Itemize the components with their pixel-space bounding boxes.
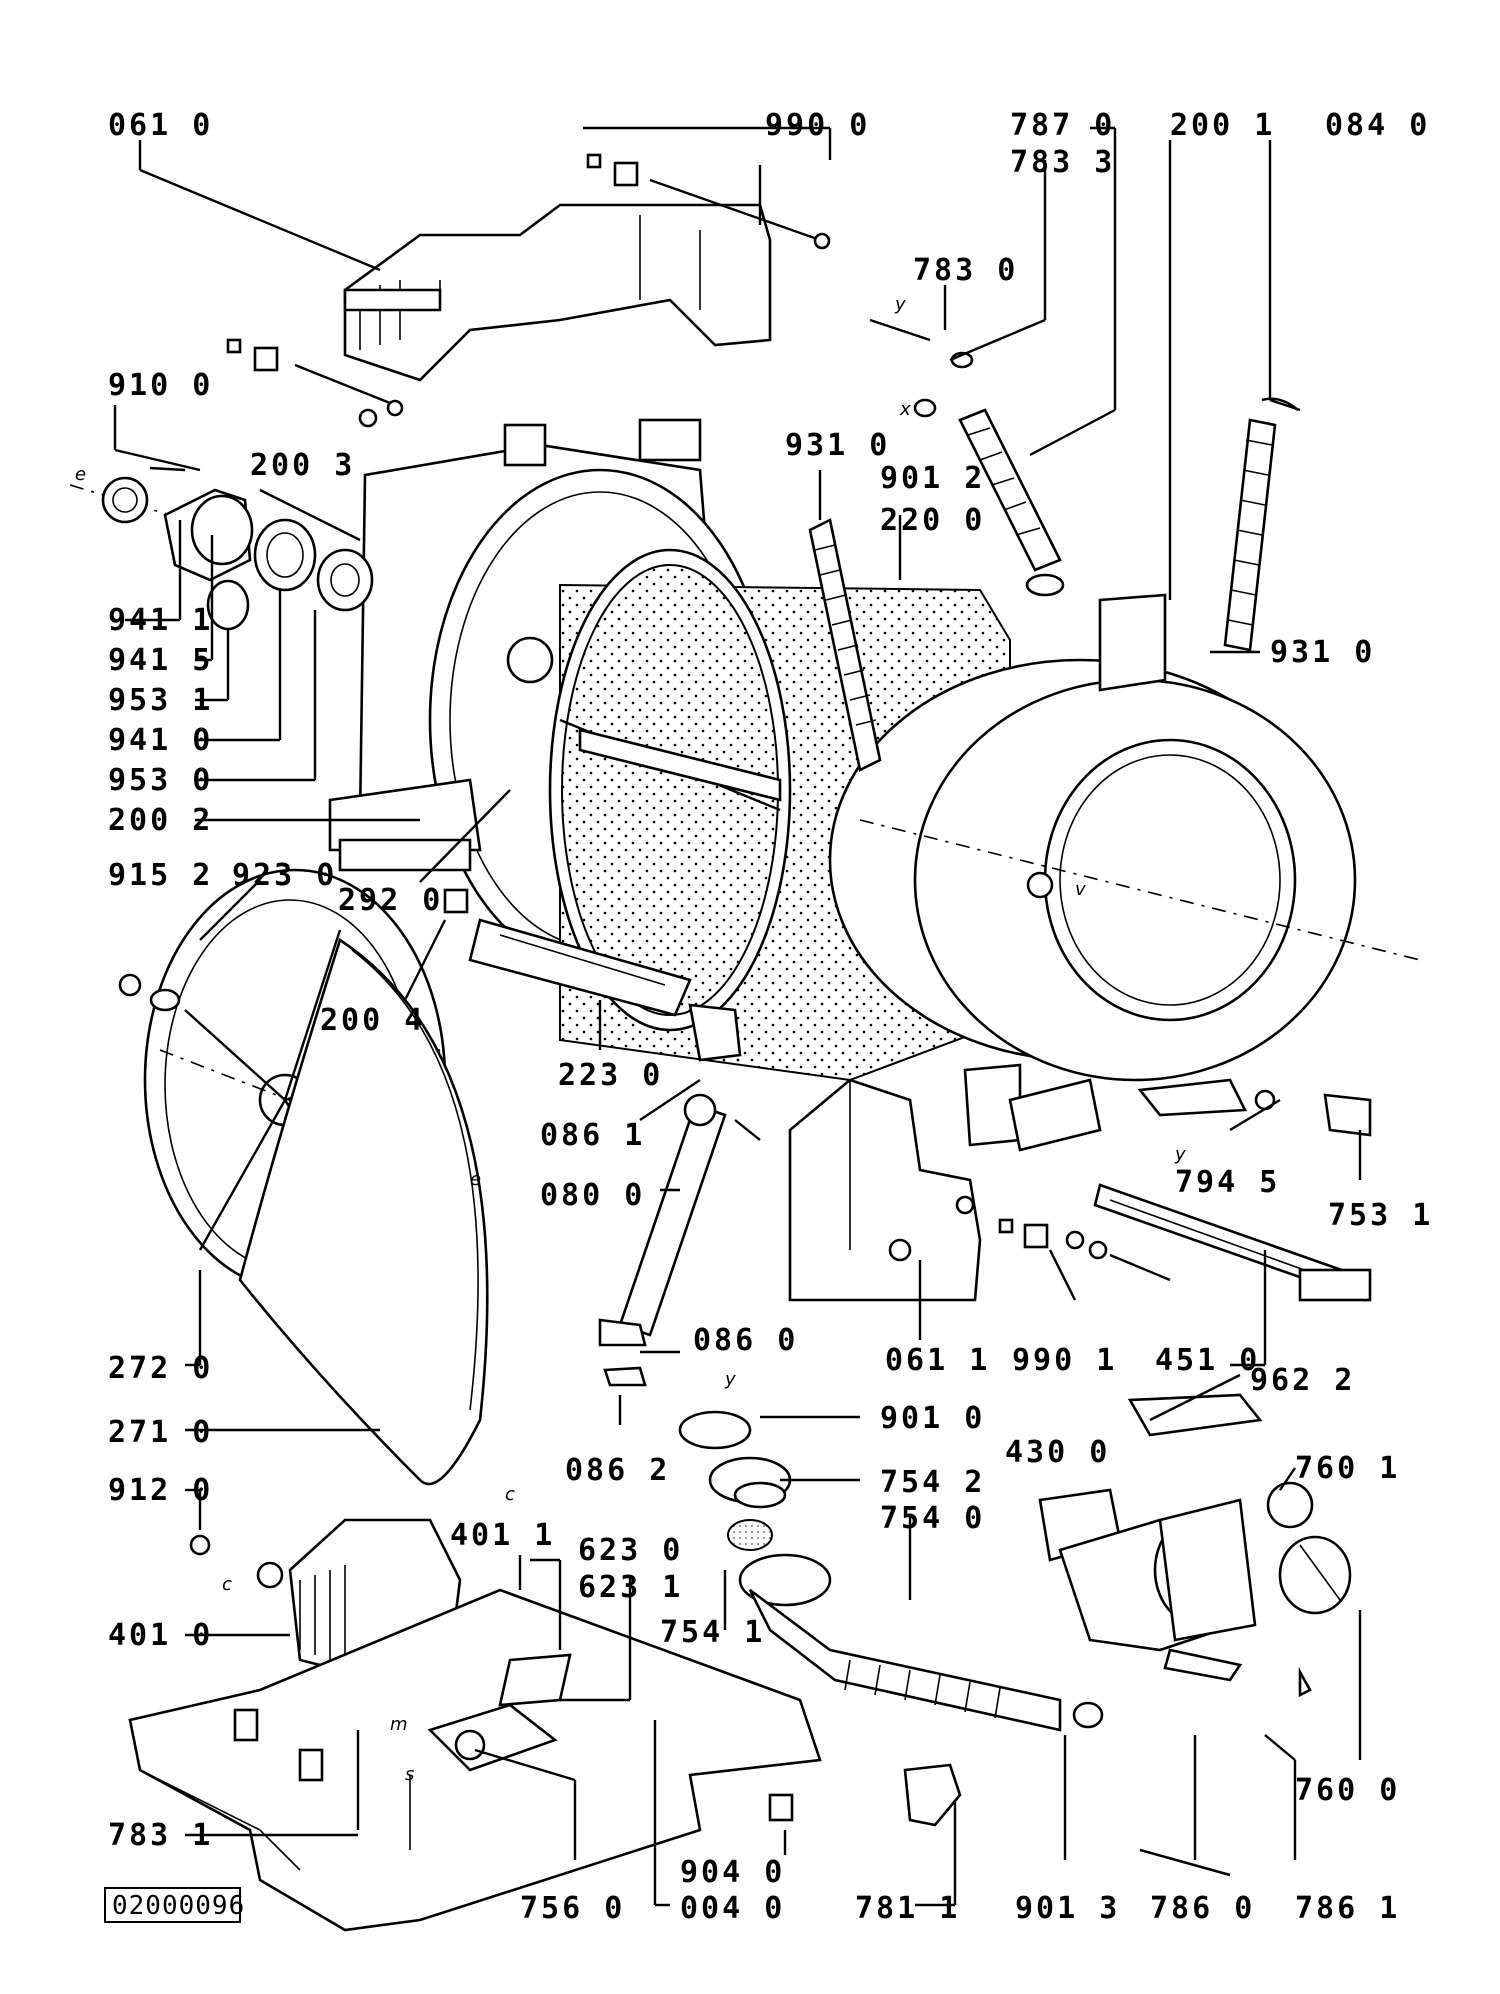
part-label: 200 3	[250, 448, 355, 483]
sump-hose-754-0	[678, 1410, 1104, 1827]
part-label: 061 1	[885, 1343, 990, 1378]
parts-artwork	[69, 153, 1421, 1932]
axis-letter: y	[894, 294, 906, 315]
part-label: 200 4	[320, 1003, 425, 1038]
part-label: 912 0	[108, 1473, 213, 1508]
part-label: 901 2	[880, 461, 985, 496]
axis-letter: v	[1075, 879, 1086, 900]
axis-letter: e	[75, 464, 86, 485]
hose-931-right	[1223, 397, 1299, 652]
belt-271-0	[238, 937, 489, 1486]
part-label: 430 0	[1005, 1435, 1110, 1470]
part-label: 962 2	[1250, 1363, 1355, 1398]
part-label: 271 0	[108, 1415, 213, 1450]
part-label: 941 1	[108, 603, 213, 638]
part-label: 061 0	[108, 108, 213, 143]
part-label: 004 0	[680, 1891, 785, 1926]
screw-set-left	[226, 338, 404, 428]
part-label: 901 3	[1015, 1891, 1120, 1926]
part-label: 931 0	[785, 428, 890, 463]
part-label: 754 0	[880, 1501, 985, 1536]
reference-code: 02000096	[112, 1891, 245, 1921]
part-label: 990 0	[765, 108, 870, 143]
part-label: 794 5	[1175, 1165, 1280, 1200]
axis-letter: s	[405, 1764, 414, 1785]
part-label: 953 1	[108, 683, 213, 718]
part-label: 200 2	[108, 803, 213, 838]
part-label: 783 0	[913, 253, 1018, 288]
part-label: 080 0	[540, 1178, 645, 1213]
part-label: 623 1	[578, 1570, 683, 1605]
part-label: 084 0	[1325, 108, 1430, 143]
part-label: 451 0	[1155, 1343, 1260, 1378]
part-label: 401 1	[450, 1518, 555, 1553]
part-label: 786 1	[1295, 1891, 1400, 1926]
part-label: 990 1	[1012, 1343, 1117, 1378]
part-label: 923 0	[232, 858, 337, 893]
part-label: 931 0	[1270, 635, 1375, 670]
axis-letter: m	[390, 1714, 408, 1735]
heater-451-0	[1093, 1078, 1372, 1302]
part-label: 756 0	[520, 1891, 625, 1926]
part-label: 754 2	[880, 1465, 985, 1500]
reference-code-box: 02000096	[104, 1887, 245, 1923]
leader-lines	[113, 126, 1362, 1907]
counterweight-top	[343, 203, 772, 382]
part-label: 760 0	[1295, 1773, 1400, 1808]
axis-letter: y	[1174, 1144, 1186, 1165]
part-label: 401 0	[108, 1618, 213, 1653]
shock-absorber-080-0	[598, 1003, 761, 1387]
part-label: 910 0	[108, 368, 213, 403]
part-label: 200 1	[1170, 108, 1275, 143]
axis-letter: c	[505, 1484, 515, 1505]
part-label: 754 1	[660, 1615, 765, 1650]
part-label: 786 0	[1150, 1891, 1255, 1926]
part-label: 953 0	[108, 763, 213, 798]
bearing-group-left	[69, 466, 374, 631]
part-label: 781 1	[855, 1891, 960, 1926]
part-label: 086 2	[565, 1453, 670, 1488]
tub-front-half	[828, 593, 1421, 1152]
counterweight-061-1	[788, 1078, 982, 1302]
part-label: 901 0	[880, 1401, 985, 1436]
part-label: 760 1	[1295, 1451, 1400, 1486]
hose-787-0	[869, 318, 1065, 597]
part-label: 783 1	[108, 1818, 213, 1853]
part-label: 904 0	[680, 1855, 785, 1890]
part-label: 941 5	[108, 643, 213, 678]
part-label: 753 1	[1328, 1198, 1433, 1233]
clip-200-4	[443, 888, 469, 914]
axis-letters: e y x v y e c c m s y	[75, 294, 1186, 1785]
part-label: 086 1	[540, 1118, 645, 1153]
pump-430-0	[1038, 1393, 1352, 1877]
part-label: 783 3	[1010, 145, 1115, 180]
part-label: 272 0	[108, 1351, 213, 1386]
hose-931-left	[808, 518, 882, 772]
part-label: 292 0	[338, 883, 443, 918]
axis-letter: e	[470, 1169, 481, 1190]
part-label: 915 2	[108, 858, 213, 893]
axis-letter: c	[222, 1574, 232, 1595]
part-label: 941 0	[108, 723, 213, 758]
part-label: 220 0	[880, 503, 985, 538]
bracket-223-0	[468, 918, 692, 1017]
screw-set-990-1	[998, 1218, 1171, 1282]
screw-set-990-0	[586, 153, 831, 250]
base-004-0	[128, 1588, 822, 1932]
part-labels: 061 0 990 0 787 0 783 3 200 1 084 0 783 …	[108, 108, 1433, 1926]
part-label: 223 0	[558, 1058, 663, 1093]
axis-letter: y	[724, 1369, 736, 1390]
part-label: 787 0	[1010, 108, 1115, 143]
axis-letter: x	[899, 399, 911, 420]
part-label: 623 0	[578, 1533, 683, 1568]
part-label: 086 0	[693, 1323, 798, 1358]
